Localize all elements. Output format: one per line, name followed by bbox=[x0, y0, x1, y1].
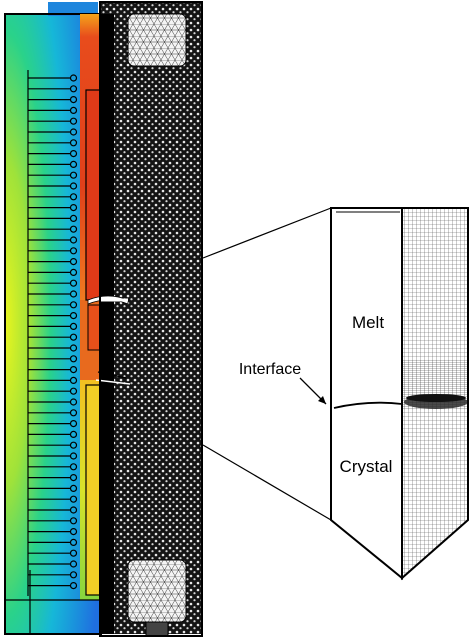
heater-loop bbox=[69, 441, 78, 449]
zoom-connectors bbox=[202, 207, 332, 521]
heater-loop bbox=[69, 463, 78, 471]
melt-label: Melt bbox=[352, 313, 384, 332]
heater-loop bbox=[69, 474, 78, 482]
crystal-label: Crystal bbox=[340, 457, 393, 476]
heater-loop bbox=[69, 484, 78, 492]
heater-loop bbox=[69, 506, 78, 514]
heater-loop bbox=[69, 517, 78, 525]
top-mesh-block bbox=[127, 13, 187, 67]
heater-loop bbox=[69, 581, 78, 590]
interface-curve bbox=[333, 401, 403, 409]
heater-elements bbox=[27, 70, 78, 596]
heater-loop bbox=[69, 74, 78, 82]
heater-loop bbox=[69, 312, 78, 320]
crystal-mesh-zoom-icon bbox=[299, 207, 469, 581]
heater-loop bbox=[69, 193, 78, 201]
heater-loop bbox=[69, 560, 78, 568]
heater-loop bbox=[69, 128, 78, 136]
heater-loop bbox=[69, 387, 78, 395]
bottom-mesh-block bbox=[127, 559, 187, 623]
heater-loop bbox=[69, 106, 78, 115]
heater-loop bbox=[69, 398, 78, 406]
heater-loop bbox=[69, 95, 78, 104]
crucible-left-half bbox=[330, 207, 403, 581]
heater-loop bbox=[69, 247, 78, 255]
heater-loop bbox=[69, 420, 78, 428]
heater-loop bbox=[69, 452, 78, 460]
heater-loop bbox=[69, 150, 78, 158]
heater-loop bbox=[69, 355, 78, 363]
heater-loop bbox=[69, 495, 78, 503]
heater-loop bbox=[69, 204, 78, 212]
heater-loop bbox=[69, 182, 78, 190]
heater-loop bbox=[69, 344, 78, 352]
heater-loop bbox=[69, 258, 78, 266]
heater-loop bbox=[69, 430, 78, 438]
heater-loop bbox=[69, 409, 78, 417]
heater-loop bbox=[69, 85, 78, 93]
heater-loop bbox=[69, 333, 78, 341]
heater-loop bbox=[69, 290, 78, 298]
heater-loop bbox=[69, 171, 78, 179]
heater-loop bbox=[69, 322, 78, 330]
heater-loop bbox=[69, 549, 78, 557]
heater-loop bbox=[69, 538, 78, 547]
heater-loop bbox=[69, 117, 78, 125]
heater-loop bbox=[69, 279, 78, 287]
heater-loop bbox=[69, 527, 78, 536]
heater-loop bbox=[69, 376, 78, 384]
heater-loop bbox=[69, 268, 78, 276]
heater-loop bbox=[69, 571, 78, 579]
heater-loop bbox=[69, 139, 78, 147]
interface-label: Interface bbox=[239, 361, 301, 378]
top-lid bbox=[48, 2, 98, 16]
heater-loop bbox=[69, 214, 78, 222]
heater-loop bbox=[69, 236, 78, 244]
heater-loop bbox=[69, 160, 78, 168]
mesh-region bbox=[87, 1, 203, 637]
heater-loop bbox=[69, 366, 78, 374]
heater-loop bbox=[69, 301, 78, 309]
heater-loop bbox=[69, 225, 78, 233]
